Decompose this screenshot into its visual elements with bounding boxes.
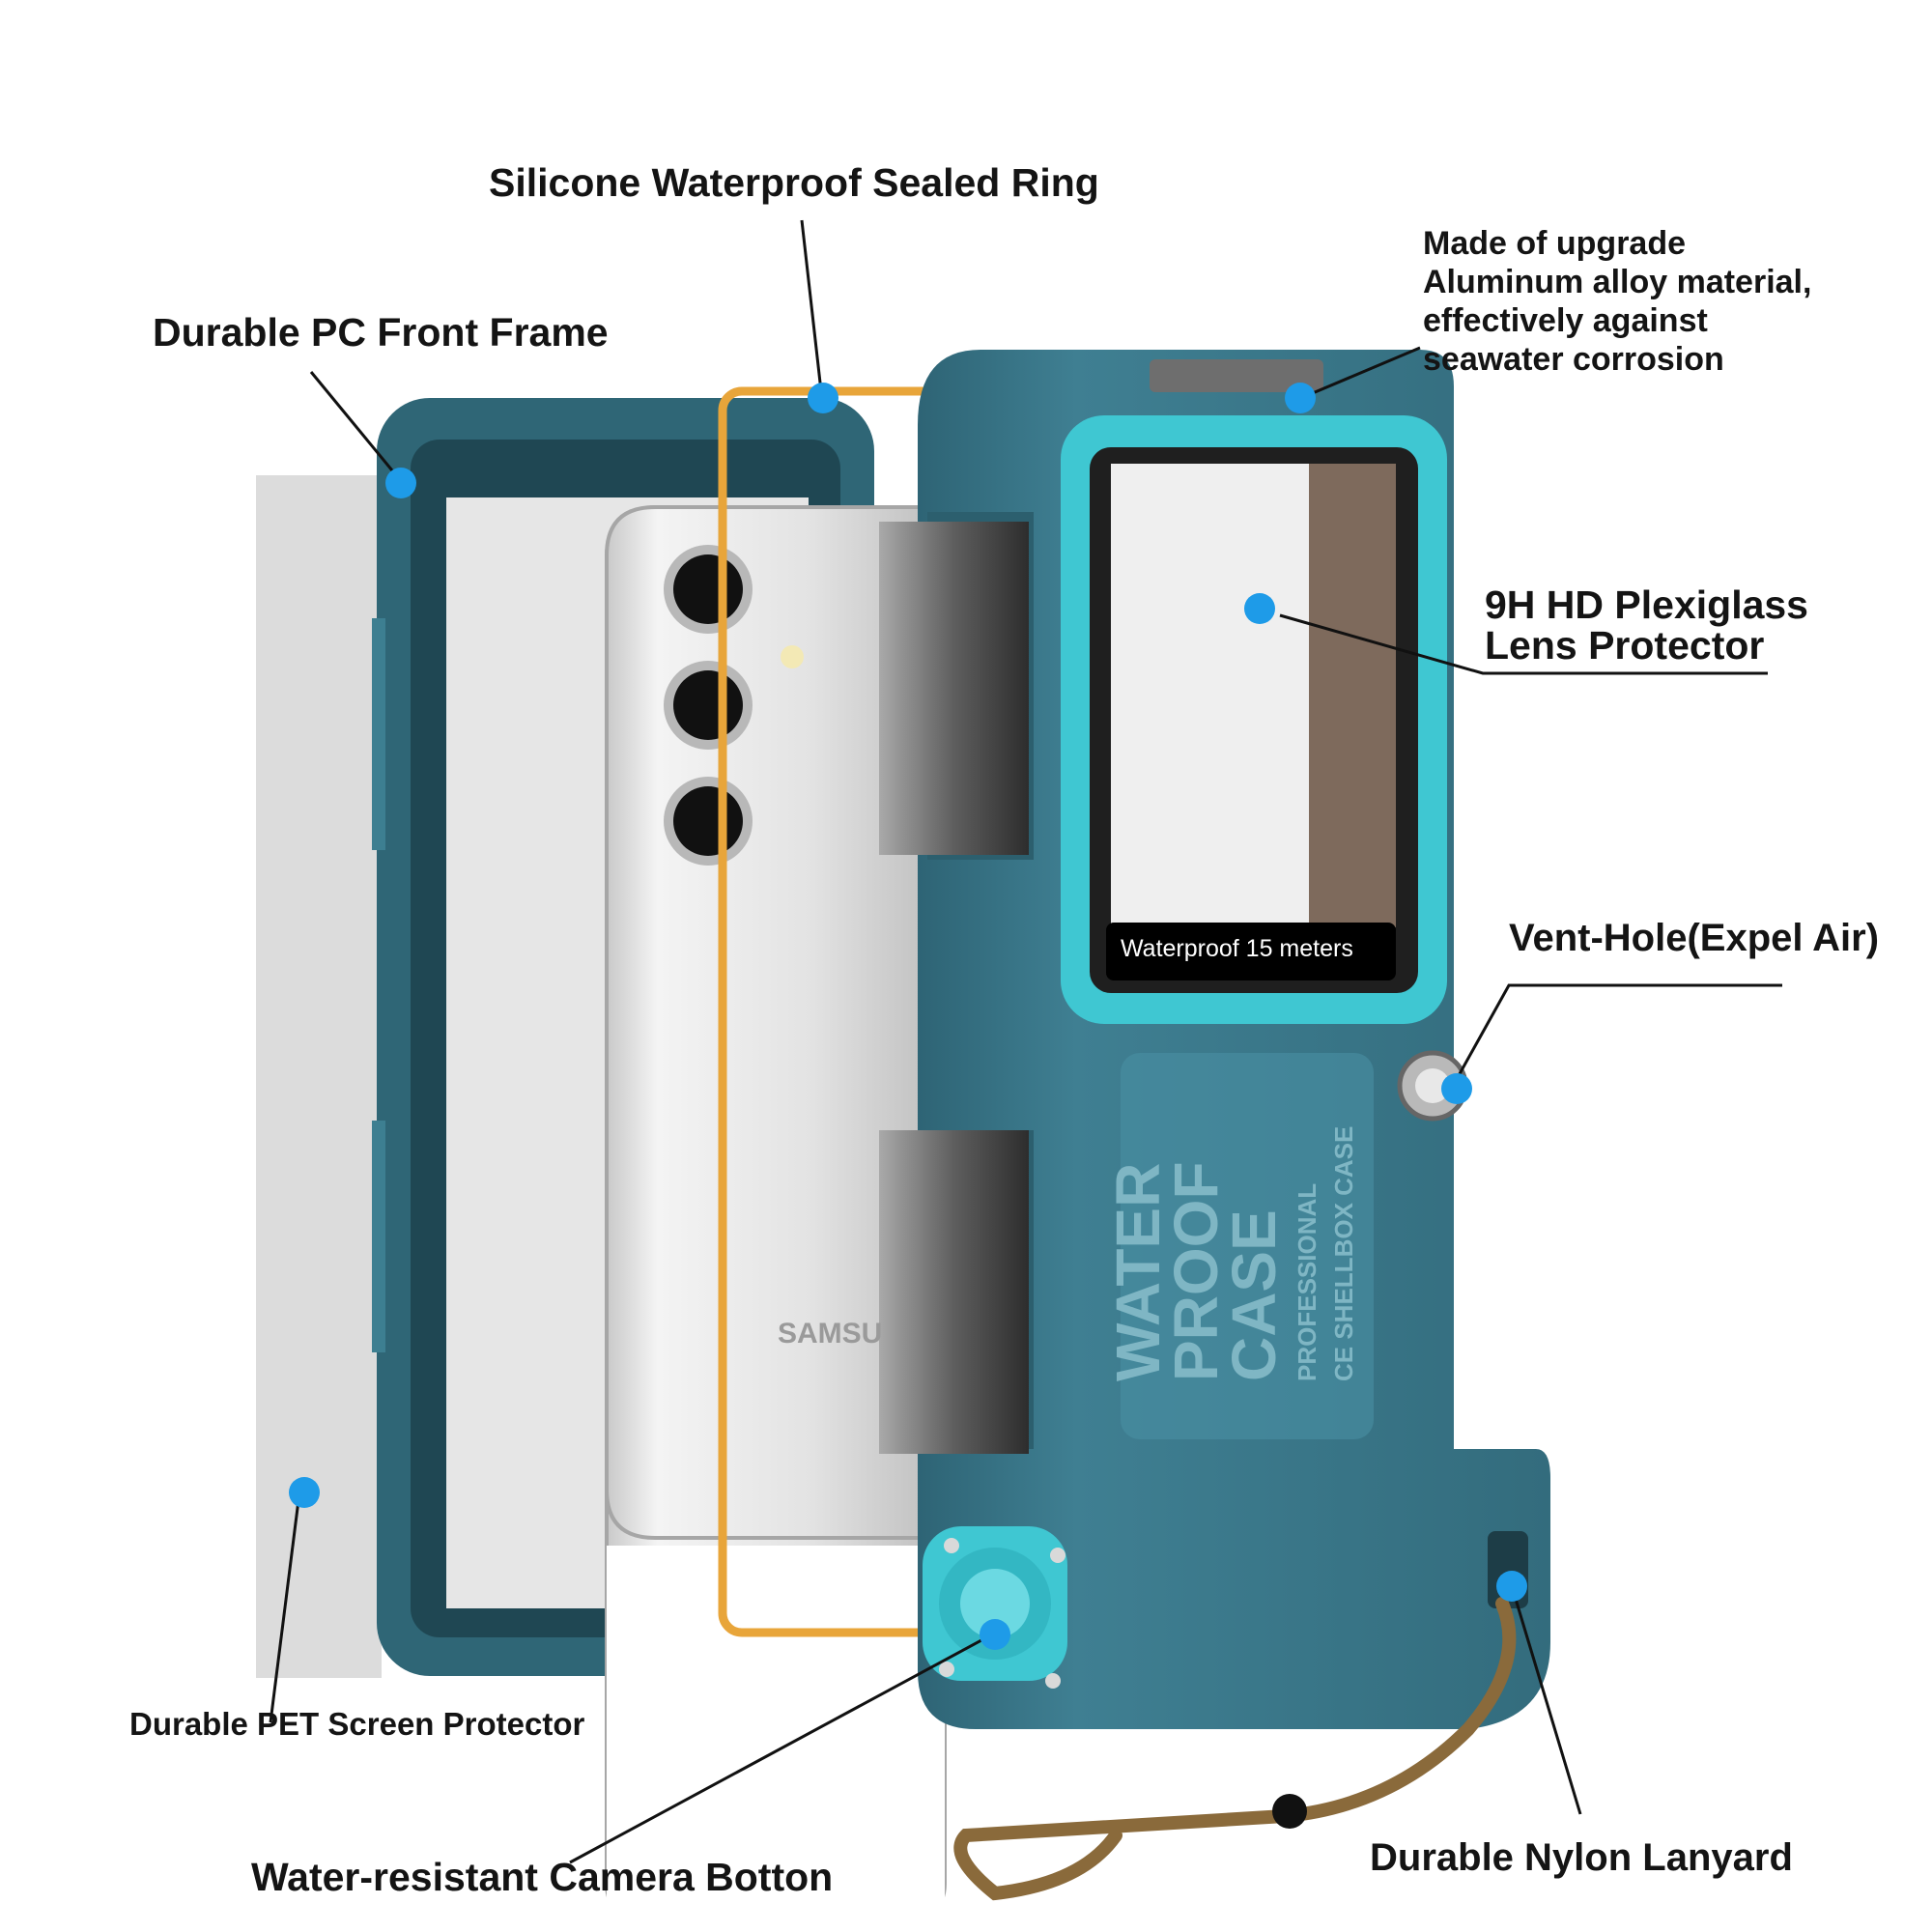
callout-markers — [289, 383, 1527, 1650]
label-vent-hole: Vent-Hole(Expel Air) — [1509, 917, 1880, 959]
label-front-frame: Durable PC Front Frame — [153, 310, 609, 355]
svg-text:PROFESSIONAL: PROFESSIONAL — [1293, 1183, 1321, 1381]
label-nylon-lanyard: Durable Nylon Lanyard — [1370, 1836, 1793, 1879]
dot-marker-icon — [980, 1619, 1010, 1650]
label-screen-protector: Durable PET Screen Protector — [129, 1706, 585, 1742]
pet-screen-protector — [256, 475, 382, 1678]
nylon-lanyard — [953, 1597, 1517, 1901]
camera-button-icon — [923, 1526, 1067, 1689]
dot-marker-icon — [1244, 593, 1275, 624]
dot-marker-icon — [1285, 383, 1316, 413]
label-plexiglass-lens: 9H HD Plexiglass Lens Protector — [1485, 582, 1808, 668]
label-camera-button: Water-resistant Camera Botton — [251, 1855, 834, 1899]
svg-text:CE SHELLBOX CASE: CE SHELLBOX CASE — [1329, 1126, 1358, 1381]
depth-banner: Waterproof 15 meters — [1121, 935, 1353, 962]
label-sealed-ring: Silicone Waterproof Sealed Ring — [489, 160, 1099, 205]
dot-marker-icon — [385, 468, 416, 498]
smartphone — [605, 505, 947, 1932]
dot-marker-icon — [808, 383, 838, 413]
svg-text:PROOF: PROOF — [1161, 1161, 1231, 1381]
dot-marker-icon — [1496, 1571, 1527, 1602]
svg-text:CASE: CASE — [1219, 1209, 1289, 1381]
callout-leader-lines — [269, 219, 1782, 1864]
phone-brand: SAMSU — [778, 1318, 882, 1350]
back-print: WATER PROOF CASE PROFESSIONAL CE SHELLBO… — [1103, 1126, 1358, 1381]
svg-text:WATER: WATER — [1103, 1163, 1173, 1381]
back-case — [879, 350, 1550, 1729]
label-aluminum-alloy: Made of upgrade Aluminum alloy material,… — [1423, 225, 1812, 378]
dot-marker-icon — [289, 1477, 320, 1508]
dot-marker-icon — [1441, 1073, 1472, 1104]
